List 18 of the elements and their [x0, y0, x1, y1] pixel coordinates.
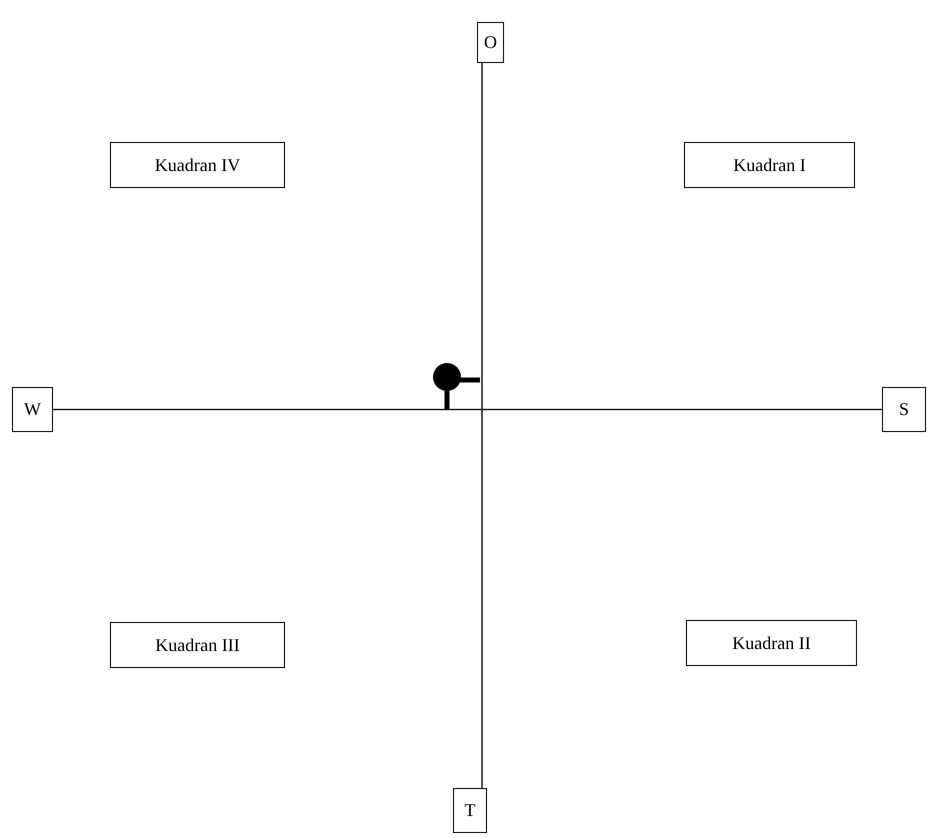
box-label: T	[464, 800, 476, 821]
box-label: W	[24, 399, 41, 420]
label-box	[882, 387, 926, 432]
box-label: Kuadran II	[732, 632, 811, 654]
box-label: S	[898, 399, 909, 420]
label-box	[110, 142, 285, 188]
label-box	[686, 620, 857, 666]
axis-line	[53, 408, 882, 410]
label-box	[477, 22, 504, 63]
box-label: O	[484, 32, 497, 53]
label-box	[110, 622, 285, 668]
label-box	[684, 142, 855, 188]
axis-line	[481, 63, 483, 788]
label-box	[453, 788, 487, 833]
box-label: Kuadran III	[155, 634, 240, 656]
box-label: Kuadran IV	[154, 154, 240, 176]
box-label: Kuadran I	[733, 154, 806, 176]
label-box	[12, 387, 53, 432]
